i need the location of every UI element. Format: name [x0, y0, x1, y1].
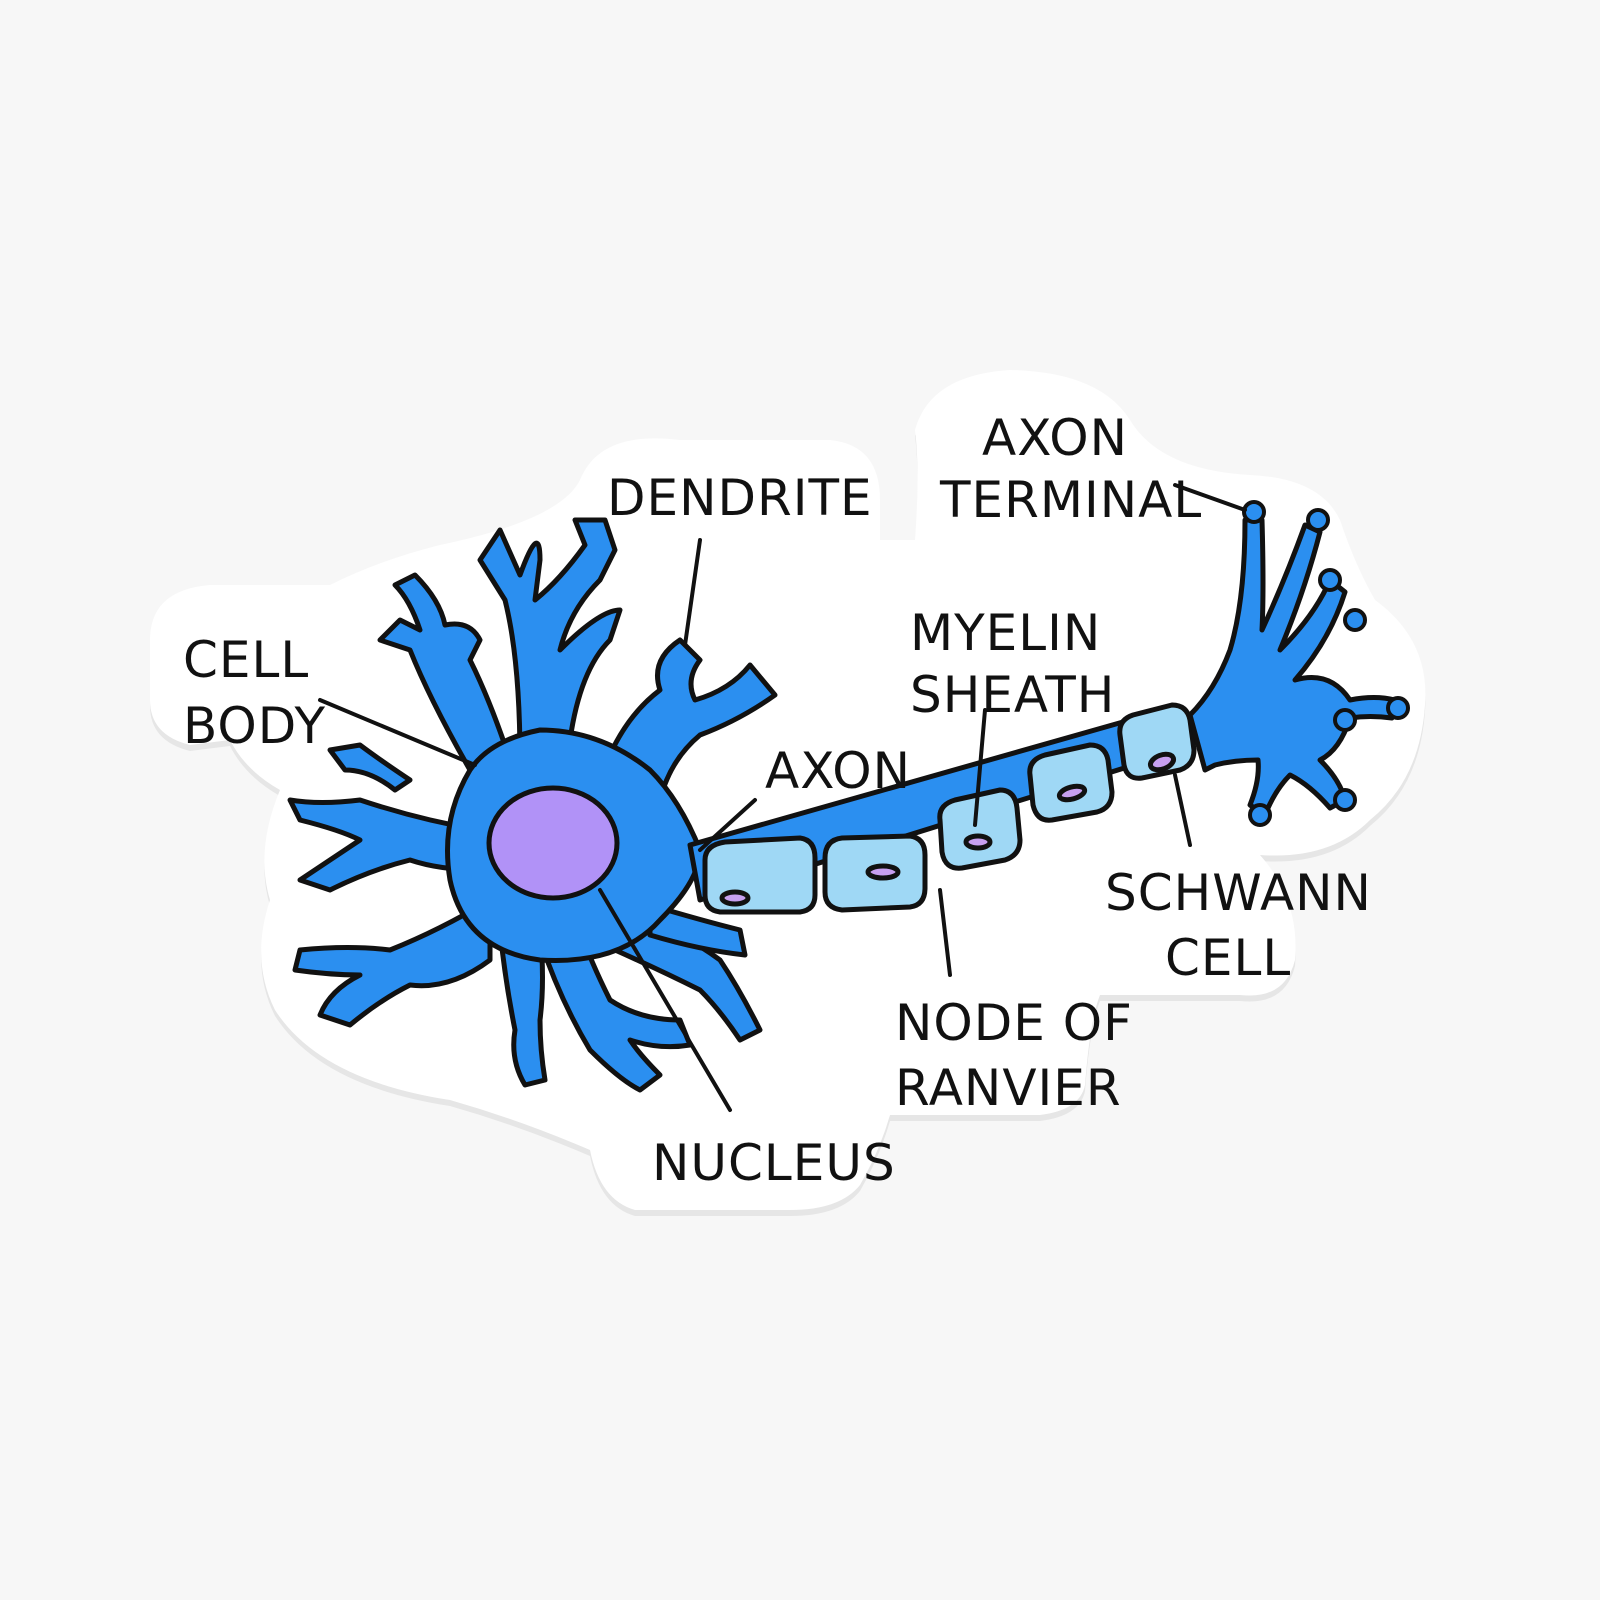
sticker-backing: [150, 370, 1426, 1216]
myelin-sheath-pointer: [973, 708, 987, 827]
axon-terminal-pointer: [1173, 483, 1247, 512]
cell-body-pointer: [318, 698, 477, 767]
schwann-nuclei: [719, 751, 1177, 907]
node-of-ranvier-label-line1: NODE OF: [895, 994, 1133, 1052]
pointer-lines: [318, 483, 1247, 1112]
neuron: [287, 500, 1410, 1093]
myelin-segments: [702, 702, 1197, 915]
terminal-bulbs: [1242, 500, 1410, 827]
cell-body-label-line1: CELL: [183, 631, 309, 689]
schwann-cell-label-line2: CELL: [1165, 929, 1291, 987]
nucleus-shape: [486, 785, 620, 901]
node-of-ranvier-pointer: [938, 888, 952, 977]
axon-terminal-label-line2: TERMINAL: [939, 471, 1202, 529]
dendrites: [287, 517, 778, 1093]
axon-label: AXON: [765, 742, 911, 800]
myelin-sheath-label-line1: MYELIN: [910, 604, 1101, 662]
nucleus-label: NUCLEUS: [652, 1134, 896, 1192]
node-of-ranvier-label-line2: RANVIER: [895, 1059, 1122, 1117]
axon-pointer: [698, 798, 757, 852]
labels: CELL BODY DENDRITE AXON NUCLEUS AXON TER…: [183, 409, 1372, 1192]
schwann-cell-label-line1: SCHWANN: [1105, 864, 1372, 922]
dendrite-pointer: [683, 538, 702, 647]
axon-terminal-label-line1: AXON: [982, 409, 1128, 467]
dendrite-label: DENDRITE: [607, 469, 873, 527]
axon-terminal-shape: [1187, 517, 1398, 818]
nucleus-pointer: [598, 888, 732, 1112]
myelin-sheath-label-line2: SHEATH: [910, 666, 1115, 724]
cell-body-label-line2: BODY: [183, 697, 326, 755]
schwann-cell-pointer: [1173, 773, 1192, 847]
